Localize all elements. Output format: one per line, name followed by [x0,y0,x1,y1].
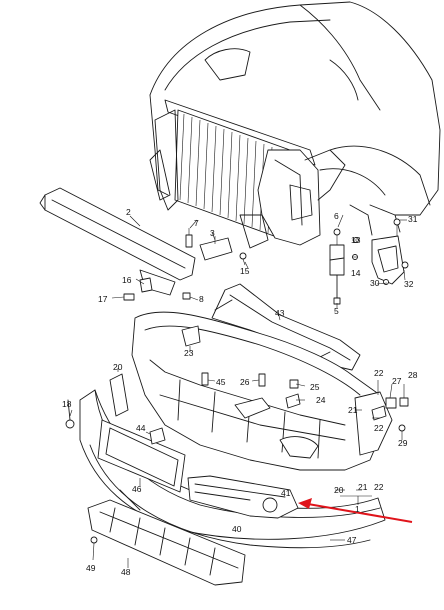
callout-26: 26 [240,377,250,387]
towing-eye [65,399,75,429]
callout-31: 31 [408,214,418,224]
callout-1: 1 [355,504,360,514]
callout-15: 15 [240,266,250,276]
grille-left-20 [109,373,129,417]
nut-8 [182,292,191,300]
callout-21a: 21 [348,405,358,415]
callout-45: 45 [216,377,226,387]
bolt-15 [239,252,247,266]
bracket-3 [199,237,233,261]
callout-48: 48 [121,567,131,577]
callout-7: 7 [194,218,199,228]
callout-28: 28 [408,370,418,380]
callout-46: 46 [132,484,142,494]
license-plate-holder [97,419,186,493]
callout-20b: 20 [334,485,344,495]
callout-30: 30 [370,278,380,288]
lower-grille-insert [187,475,299,519]
callout-41: 41 [281,488,291,498]
clip-44 [149,427,166,445]
callout-24: 24 [316,395,326,405]
callout-6: 6 [334,211,339,221]
leader-lines [69,214,407,568]
callout-17: 17 [98,294,108,304]
callout-32: 32 [404,279,414,289]
callout-49: 49 [86,563,96,573]
callout-21b: 21 [358,482,368,492]
callout-labels: 2 7 3 16 17 8 15 6 13 14 5 31 30 32 43 2… [62,207,418,577]
clip-16 [139,277,153,293]
callout-5: 5 [334,306,339,316]
callout-43: 43 [275,308,285,318]
bolt-17 [111,293,135,301]
bumper-carrier [131,311,393,471]
side-guide-bracket [371,218,409,285]
callout-18: 18 [62,399,72,409]
bracket-23 [181,325,201,347]
callout-44: 44 [136,423,146,433]
vehicle-front-body [149,1,441,249]
callout-13: 13 [351,235,361,245]
callout-8: 8 [199,294,204,304]
highlight-arrow [298,498,413,523]
callout-2: 2 [126,207,131,217]
callout-22c: 22 [374,482,384,492]
callout-47: 47 [347,535,357,545]
bolt-7 [185,228,193,248]
callout-29: 29 [398,438,408,448]
callout-22a: 22 [374,368,384,378]
impact-bar [39,187,196,296]
screw-49 [90,536,98,561]
underbody-guard [87,499,246,586]
callout-14: 14 [351,268,361,278]
callout-22b: 22 [374,423,384,433]
callout-3: 3 [210,228,215,238]
callout-16: 16 [122,275,132,285]
callout-25: 25 [310,382,320,392]
callout-20a: 20 [113,362,123,372]
callout-27: 27 [392,376,402,386]
fasteners-top [201,372,409,432]
callout-40: 40 [232,524,242,534]
callout-23: 23 [184,348,194,358]
